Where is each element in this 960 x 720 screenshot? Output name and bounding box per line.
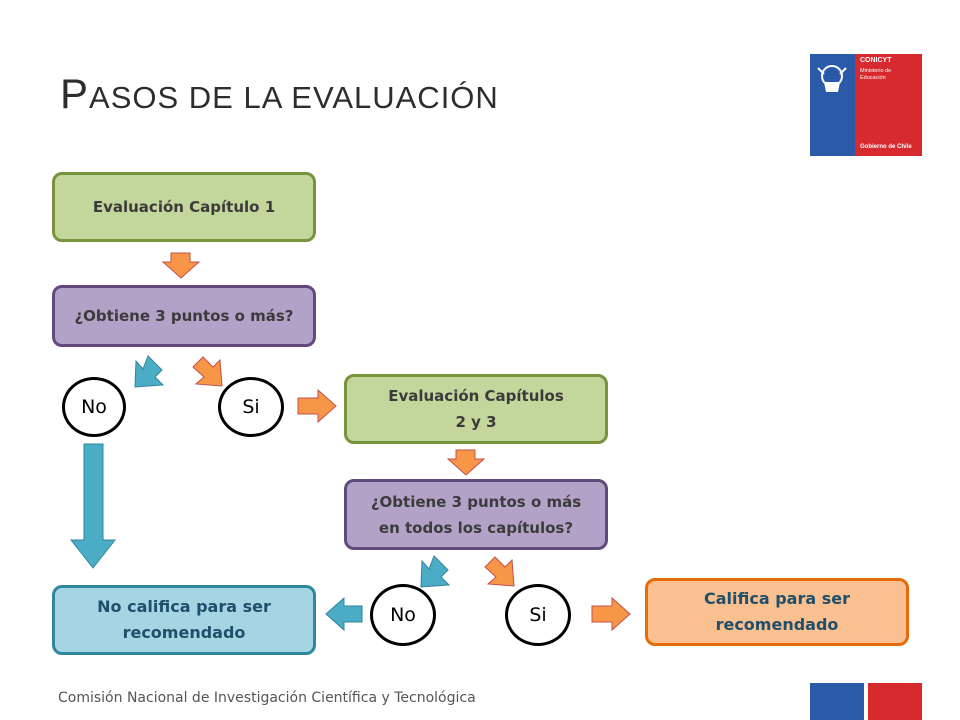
logo-name: CONICYT bbox=[860, 57, 892, 64]
arrow-down-orange-1 bbox=[161, 252, 201, 279]
arrow-down-orange-2 bbox=[446, 449, 486, 476]
arrow-right-orange-2 bbox=[591, 596, 631, 632]
node-si-1: Si bbox=[218, 377, 284, 437]
coat-of-arms-icon bbox=[817, 65, 847, 92]
page-title: Pasos de la evaluación bbox=[60, 70, 499, 117]
node-question-1: ¿Obtiene 3 puntos o más? bbox=[52, 285, 316, 347]
arrow-diag-blue-1 bbox=[134, 355, 165, 388]
arrow-diag-blue-2 bbox=[420, 555, 451, 588]
node-si-2: Si bbox=[505, 584, 571, 646]
logo-blue-panel bbox=[810, 54, 855, 156]
arrow-right-orange-1 bbox=[297, 388, 337, 424]
arrow-left-blue bbox=[325, 596, 363, 632]
arrow-long-down-blue bbox=[69, 443, 117, 569]
node-no-1: No bbox=[62, 377, 126, 437]
footer-flag bbox=[810, 683, 922, 720]
footer-text: Comisión Nacional de Investigación Cient… bbox=[58, 690, 476, 706]
arrow-diag-orange-1 bbox=[192, 356, 223, 387]
node-no-2: No bbox=[370, 584, 436, 646]
node-evaluacion-capitulo-1: Evaluación Capítulo 1 bbox=[52, 172, 316, 242]
logo-government: Gobierno de Chile bbox=[860, 144, 912, 150]
arrow-diag-orange-2 bbox=[484, 556, 515, 587]
